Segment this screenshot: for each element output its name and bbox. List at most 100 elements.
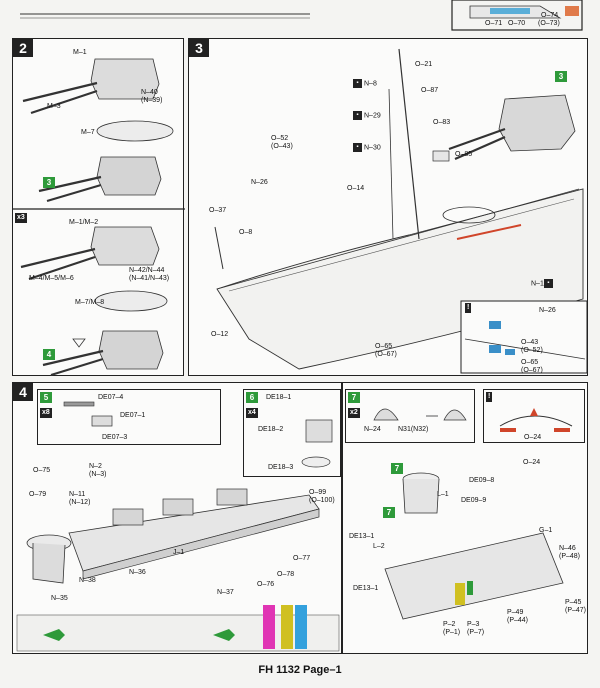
label-m7: M–7 bbox=[81, 129, 95, 136]
railing-drawing bbox=[499, 408, 573, 432]
step-2-panel: 2 M–1 M–3 N–40 (N–39) M–7 3 x3 M–1/M–2 N… bbox=[12, 38, 185, 377]
label-o65: O–65 bbox=[375, 343, 393, 350]
label-o67: (O–67) bbox=[375, 351, 397, 358]
sub-step-5: 5 x8 DE07–4 DE07–1 DE07–3 bbox=[37, 389, 221, 445]
label-m7-m8: M–7/M–8 bbox=[75, 299, 105, 306]
green-ref-7c: 7 bbox=[383, 507, 395, 518]
label-o76: O–76 bbox=[257, 581, 275, 588]
label-p2: P–2 bbox=[443, 621, 456, 628]
warning-icon: ! bbox=[486, 392, 493, 402]
label-o12: O–12 bbox=[211, 331, 229, 338]
label-n31: N31(N32) bbox=[398, 426, 429, 433]
step-2-number: 2 bbox=[13, 39, 33, 57]
detail-label-o43: O–43 bbox=[521, 339, 539, 346]
searchlight-drawing bbox=[373, 408, 467, 421]
label-o21: O–21 bbox=[415, 61, 433, 68]
step-4-number: 4 bbox=[13, 383, 33, 401]
label-p3: P–3 bbox=[467, 621, 480, 628]
label-n39: (N–39) bbox=[141, 97, 163, 104]
parts-sprue-icon: ▪ bbox=[353, 111, 362, 120]
label-o43: (O–43) bbox=[271, 143, 293, 150]
label-n41-n43: (N–41/N–43) bbox=[129, 275, 170, 282]
label-o87: O–87 bbox=[421, 87, 439, 94]
warning-icon: ! bbox=[465, 303, 472, 313]
hull-bow-drawing bbox=[214, 48, 588, 374]
label-de13-1a: DE13–1 bbox=[349, 533, 375, 540]
step-4-panel: 4 5 x8 DE07–4 DE07–1 DE07–3 6 x4 DE18–1 … bbox=[12, 382, 342, 654]
label-n1: N–1▪ bbox=[531, 279, 555, 288]
sub-step-6: 6 x4 DE18–1 DE18–2 DE18–3 bbox=[243, 389, 341, 477]
label-o100: (O–100) bbox=[309, 497, 335, 504]
label-o24: O–24 bbox=[523, 459, 541, 466]
label-n37: N–37 bbox=[217, 589, 234, 596]
quantity-x4: x4 bbox=[246, 408, 258, 418]
green-ref-6: 6 bbox=[246, 392, 258, 403]
label-m1: M–1 bbox=[73, 49, 87, 56]
label-de07-3: DE07–3 bbox=[102, 434, 128, 441]
label-de07-1: DE07–1 bbox=[120, 412, 146, 419]
label-o73: (O–73) bbox=[538, 20, 560, 27]
label-o85: O–85 bbox=[455, 151, 473, 158]
label-m3: M–3 bbox=[47, 103, 61, 110]
quantity-x8: x8 bbox=[40, 408, 52, 418]
label-o14: O–14 bbox=[347, 185, 365, 192]
label-l1: L–1 bbox=[437, 491, 449, 498]
label-n12: (N–12) bbox=[69, 499, 91, 506]
label-n2: N–2 bbox=[89, 463, 102, 470]
label-o79: O–79 bbox=[29, 491, 47, 498]
label-n36: N–36 bbox=[129, 569, 146, 576]
label-de07-4: DE07–4 bbox=[98, 394, 124, 401]
label-m4-m5-m6: M–4/M–5/M–6 bbox=[29, 275, 74, 282]
label-n3: (N–3) bbox=[89, 471, 107, 478]
label-n26: N–26 bbox=[251, 179, 268, 186]
quantity-x3: x3 bbox=[15, 213, 27, 223]
label-p49: P–49 bbox=[507, 609, 524, 616]
label-de09-8: DE09–8 bbox=[469, 477, 495, 484]
parts-sprue-icon: ▪ bbox=[353, 143, 362, 152]
label-n42-n44: N–42/N–44 bbox=[129, 267, 165, 274]
mount-drawing bbox=[301, 419, 333, 468]
label-p48: (P–48) bbox=[559, 553, 581, 560]
label-g1: G–1 bbox=[539, 527, 553, 534]
label-n35: N–35 bbox=[51, 595, 68, 602]
detail-label-o67: (O–67) bbox=[521, 367, 543, 374]
label-n11: N–11 bbox=[69, 491, 86, 498]
bridge-drawing bbox=[384, 472, 564, 620]
detail-label-n26: N–26 bbox=[539, 307, 556, 314]
label-l2: L–2 bbox=[373, 543, 385, 550]
label-n30: ▪N–30 bbox=[353, 143, 381, 152]
label-n38: N–38 bbox=[79, 577, 96, 584]
aa-gun-drawing bbox=[63, 401, 113, 427]
top-strip-drawing bbox=[20, 0, 583, 31]
label-o71: O–71 bbox=[485, 20, 503, 27]
sub-step-warning: ! O–24 bbox=[483, 389, 585, 443]
label-m1-m2: M–1/M–2 bbox=[69, 219, 99, 226]
label-n24: N–24 bbox=[364, 426, 381, 433]
label-o37: O–37 bbox=[209, 207, 227, 214]
label-n40: N–40 bbox=[141, 89, 158, 96]
page-footer: FH 1132 Page–1 bbox=[258, 664, 342, 676]
green-ref-5: 5 bbox=[40, 392, 52, 403]
step-3-number: 3 bbox=[189, 39, 209, 57]
detail-label-o65: O–65 bbox=[521, 359, 539, 366]
green-ref-7b: 7 bbox=[391, 463, 403, 474]
label-o24-top: O–24 bbox=[524, 434, 542, 441]
label-p44: (P–44) bbox=[507, 617, 529, 624]
quantity-x2: x2 bbox=[348, 408, 360, 418]
label-n46: N–46 bbox=[559, 545, 576, 552]
label-o74: O–74 bbox=[541, 12, 559, 19]
parts-sprue-icon: ▪ bbox=[543, 279, 553, 288]
step-7-panel: 7 x2 N–24 N31(N32) ! O–24 7 7 O–24 DE09–… bbox=[342, 382, 588, 654]
label-p47: (P–47) bbox=[565, 607, 587, 614]
detail-label-o52: (O–52) bbox=[521, 347, 543, 354]
green-ref-4: 4 bbox=[43, 349, 55, 360]
step-3-panel: 3 O–21 ▪N–8 O–87 3 ▪N–29 O–83 O–52 (O–43… bbox=[188, 38, 588, 376]
label-o8: O–8 bbox=[239, 229, 253, 236]
label-n8: ▪N–8 bbox=[353, 79, 377, 88]
green-ref-3: 3 bbox=[43, 177, 55, 188]
green-ref-7: 7 bbox=[348, 392, 360, 403]
label-de18-2: DE18–2 bbox=[258, 426, 284, 433]
label-de13-1b: DE13–1 bbox=[353, 585, 379, 592]
label-p7: (P–7) bbox=[467, 629, 485, 636]
parts-sprue-icon: ▪ bbox=[353, 79, 362, 88]
